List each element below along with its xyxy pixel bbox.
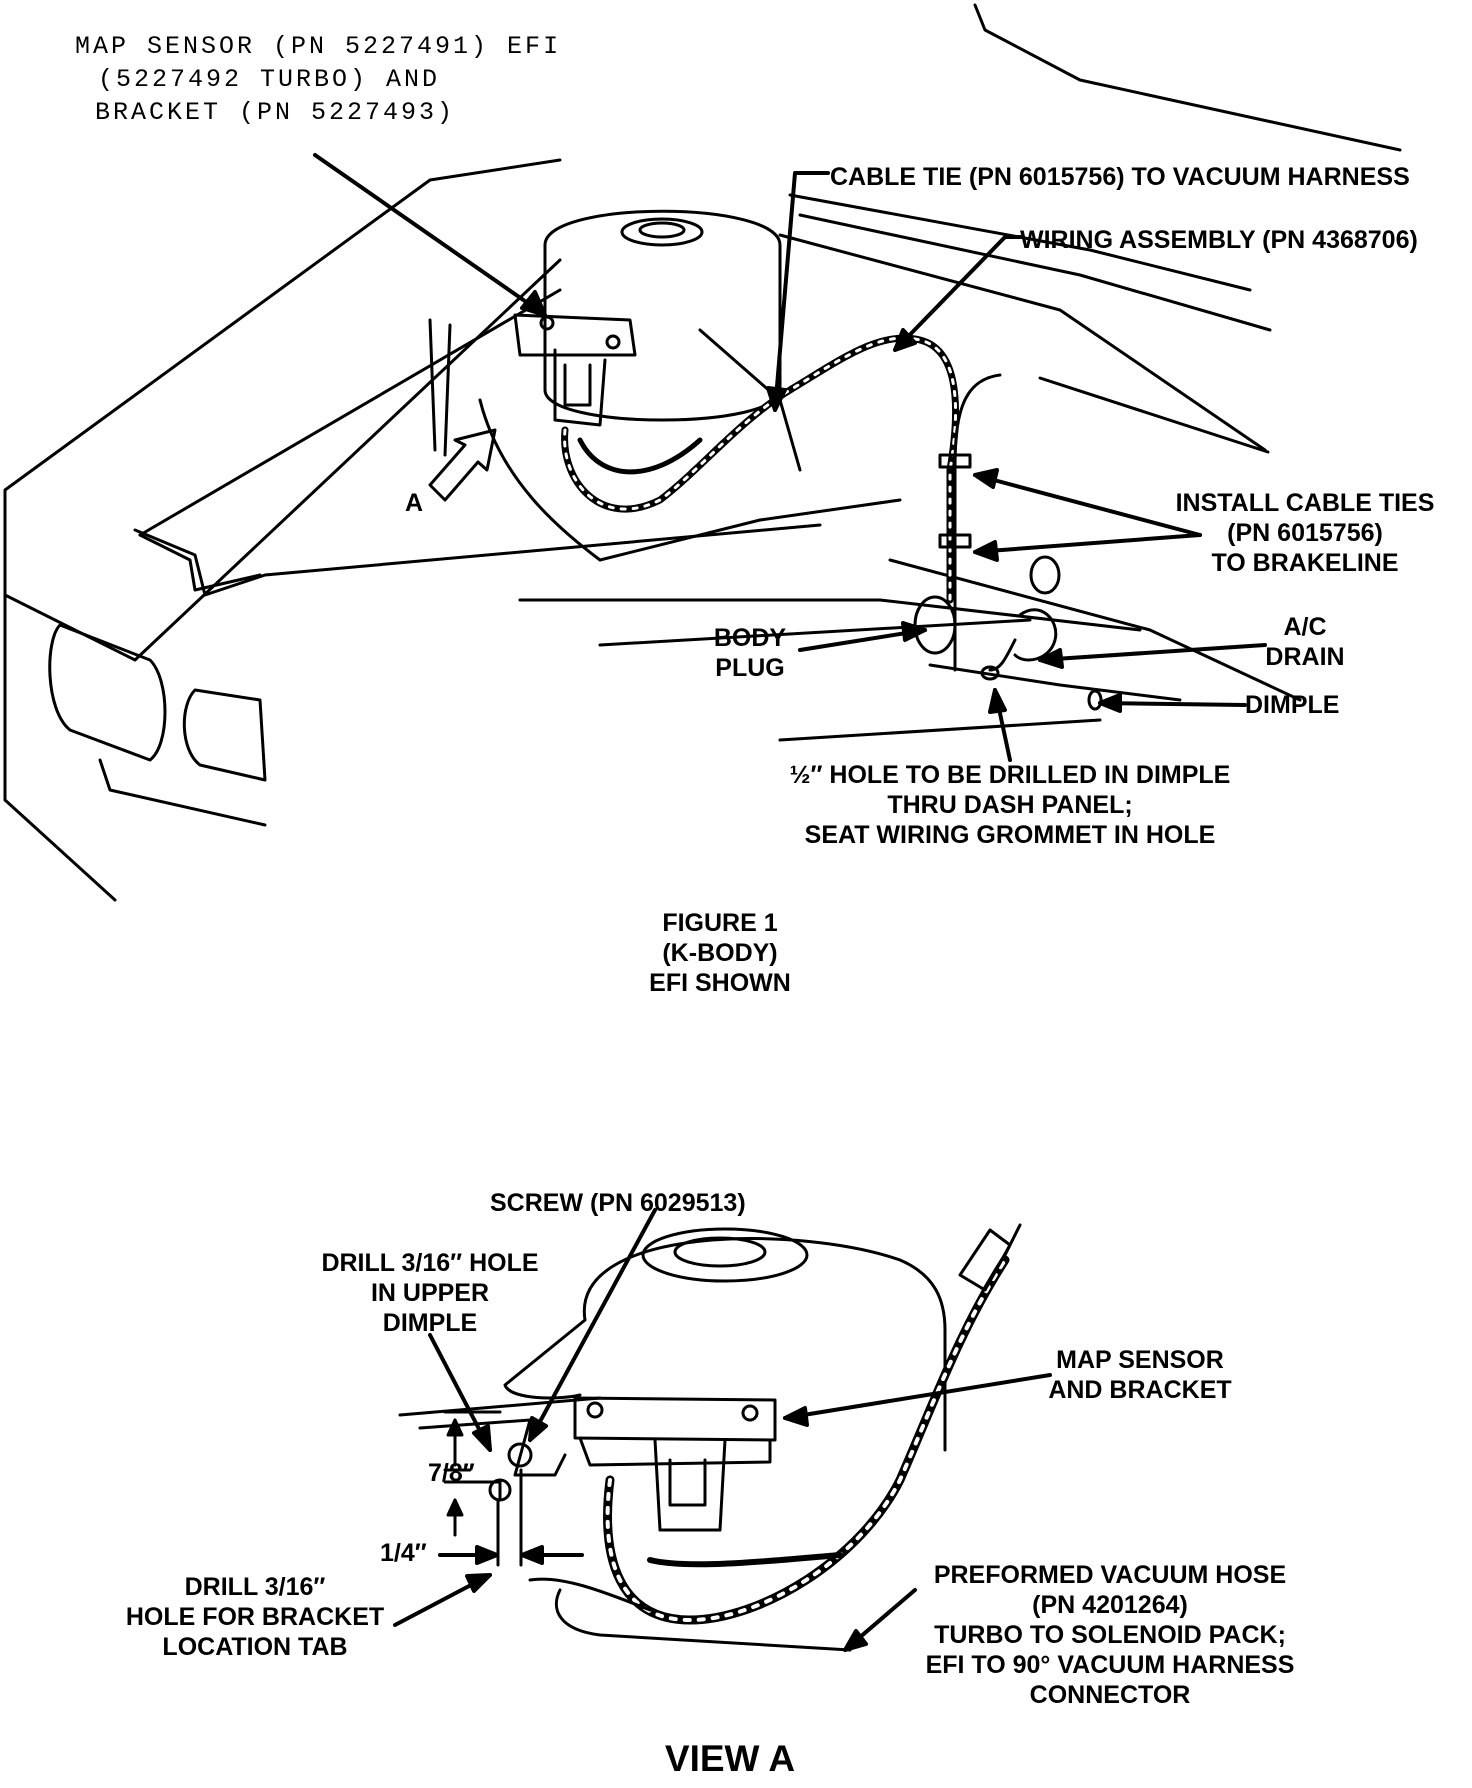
drill-location-tab-label: DRILL 3/16″ HOLE FOR BRACKET LOCATION TA… xyxy=(125,1573,385,1661)
view-a-caption: VIEW A xyxy=(664,1738,796,1779)
install-cable-ties-label: INSTALL CABLE TIES (PN 6015756) TO BRAKE… xyxy=(1175,489,1435,577)
dimension-7-8: 7/8″ xyxy=(428,1459,475,1487)
wiring-assembly-label: WIRING ASSEMBLY (PN 4368706) xyxy=(1020,226,1418,254)
figure1-caption: FIGURE 1 (K-BODY) EFI SHOWN xyxy=(649,909,791,997)
map-sensor-label: MAP SENSOR (PN 5227491) EFI (5227492 TUR… xyxy=(75,32,562,127)
figure1-leaders xyxy=(313,153,1267,762)
dimple-label: DIMPLE xyxy=(1245,691,1340,719)
cable-tie-label: CABLE TIE (PN 6015756) TO VACUUM HARNESS xyxy=(830,163,1410,191)
hole-label: ½″ HOLE TO BE DRILLED IN DIMPLE THRU DAS… xyxy=(789,761,1231,849)
drill-upper-dimple-label: DRILL 3/16″ HOLE IN UPPER DIMPLE xyxy=(321,1249,539,1337)
body-plug-label: BODY PLUG xyxy=(713,624,787,682)
map-sensor-bracket-label: MAP SENSOR AND BRACKET xyxy=(1048,1346,1232,1404)
figure1-drawing xyxy=(3,3,1402,902)
dimension-1-4: 1/4″ xyxy=(380,1539,427,1567)
viewA-leaders xyxy=(393,1208,1052,1652)
view-arrow-letter: A xyxy=(405,489,424,517)
ac-drain-label: A/C DRAIN xyxy=(1265,613,1345,671)
viewA-drawing xyxy=(398,1223,1022,1652)
screw-label: SCREW (PN 6029513) xyxy=(490,1189,746,1217)
vacuum-hose-label: PREFORMED VACUUM HOSE (PN 4201264) TURBO… xyxy=(925,1561,1295,1709)
